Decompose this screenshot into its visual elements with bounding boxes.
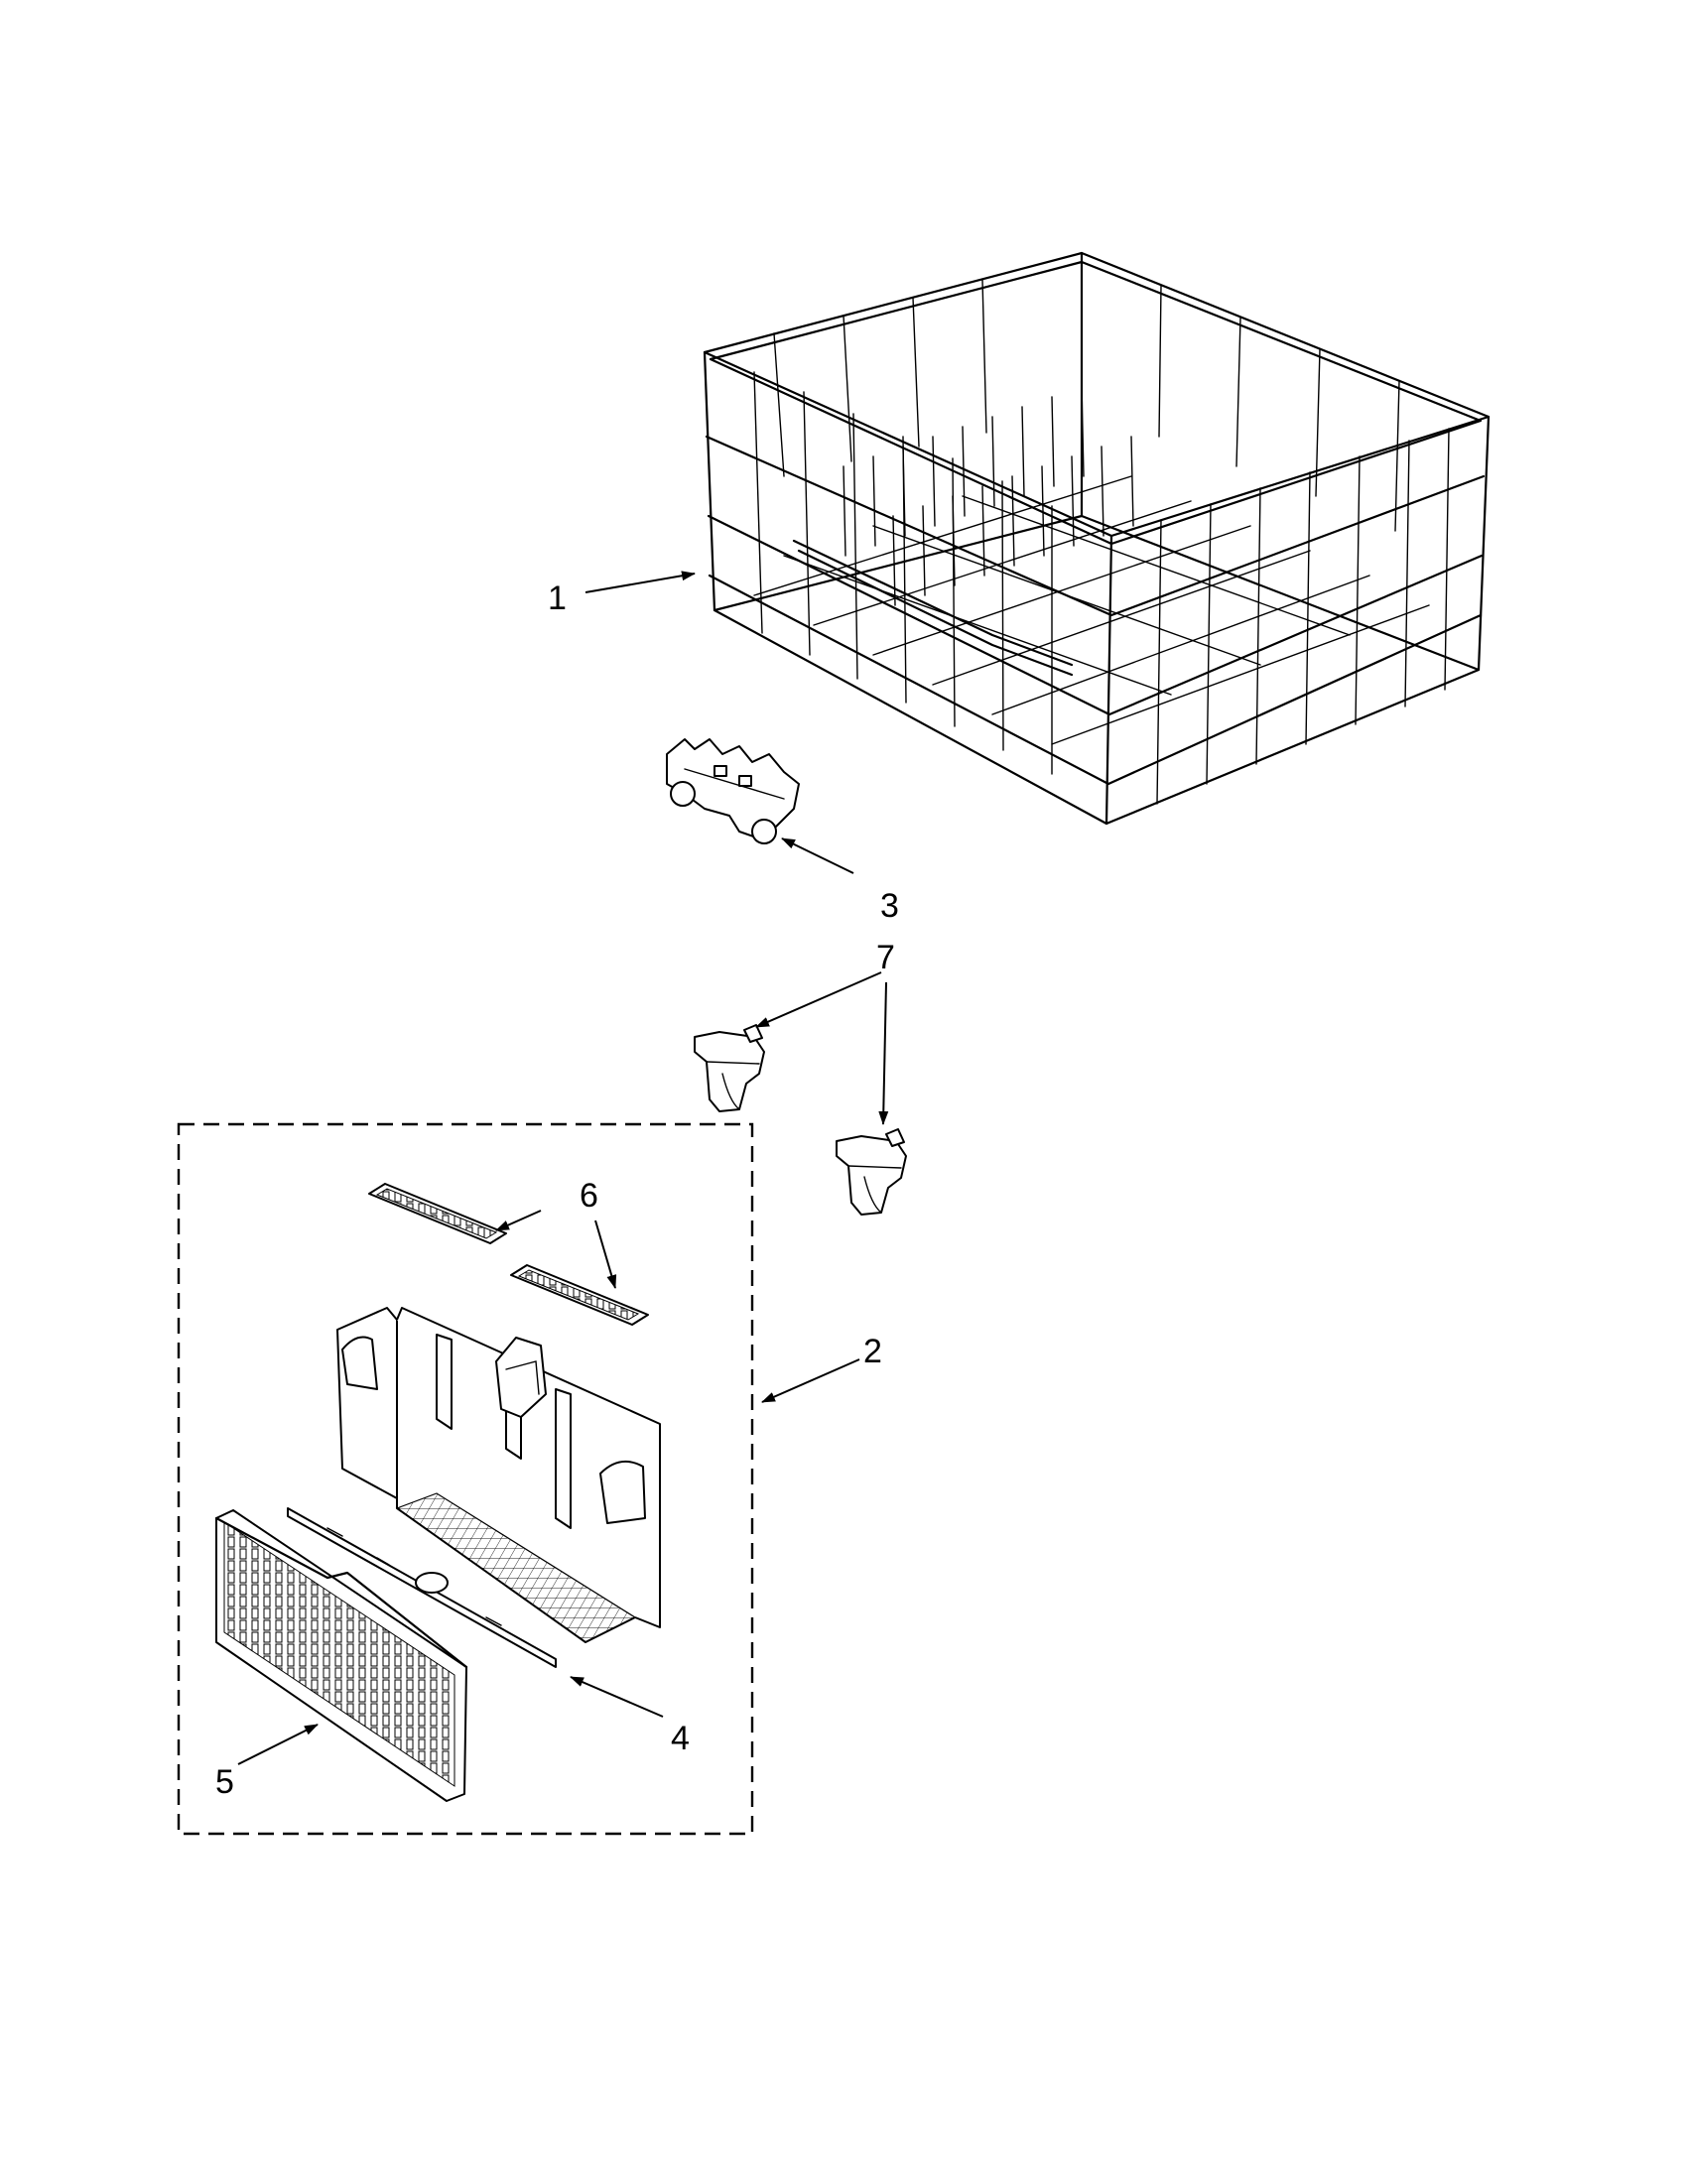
- callout-leaders: [237, 571, 889, 1765]
- basket-cover-lower: [510, 1264, 649, 1326]
- silverware-basket: [336, 1307, 661, 1643]
- dishwasher-rack: [703, 251, 1491, 826]
- basket-lid: [214, 1509, 468, 1802]
- callout-7: 7: [876, 939, 895, 976]
- callout-1: 1: [548, 579, 567, 617]
- basket-cover-upper: [368, 1183, 507, 1244]
- callout-4: 4: [671, 1720, 690, 1757]
- callout-3: 3: [880, 887, 899, 925]
- callout-5: 5: [215, 1763, 234, 1801]
- callout-2: 2: [863, 1333, 882, 1370]
- rack-roller: [666, 738, 800, 844]
- silverware-basket-kit-outline: [177, 1122, 754, 1836]
- rack-track-stop-left: [694, 1024, 765, 1112]
- basket-handle: [287, 1507, 557, 1668]
- callout-6: 6: [580, 1177, 598, 1215]
- rack-track-stop-right: [836, 1128, 907, 1216]
